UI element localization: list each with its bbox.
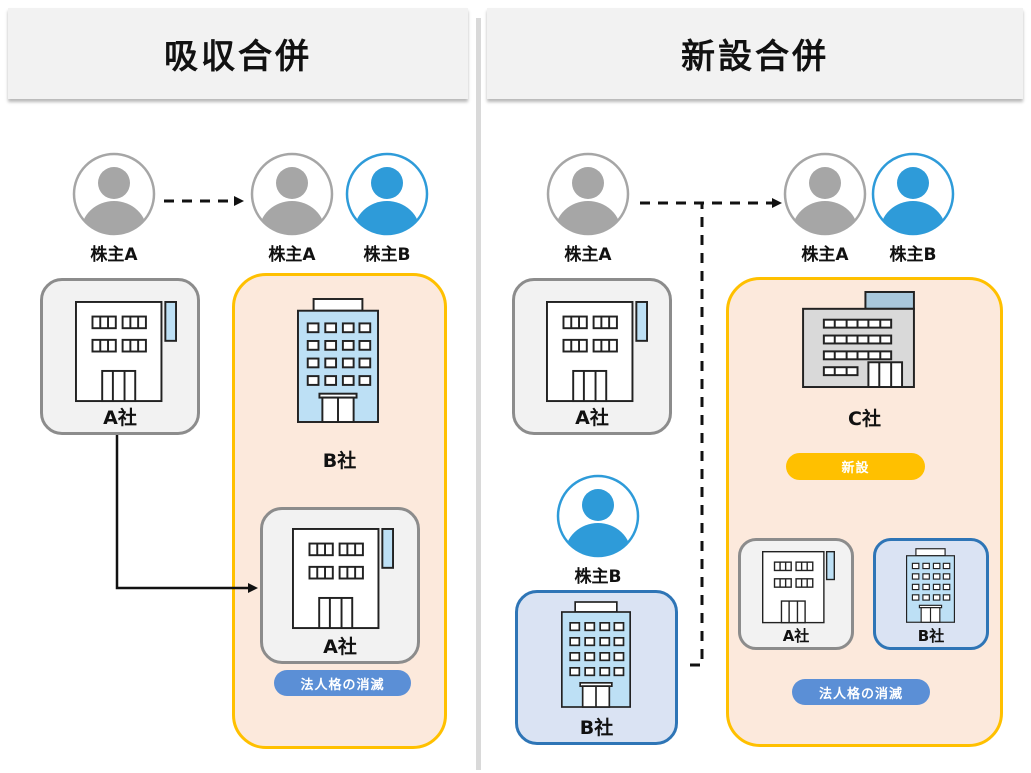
company-b-card-right: B社 [515, 590, 678, 745]
shareholder-a-label-right: 株主A [564, 245, 612, 265]
section-divider [476, 18, 481, 770]
shareholder-a-after-icon-right [783, 152, 867, 236]
shareholder-a-label: 株主A [90, 245, 138, 265]
company-a-card-right: A社 [512, 278, 672, 435]
building-a-icon-right [546, 301, 648, 403]
new-establishment-badge: 新設 [786, 453, 925, 480]
consolidation-merger-header: 新設合併 [487, 8, 1023, 99]
company-a-card: A社 [40, 278, 200, 435]
absorption-merger-header: 吸収合併 [8, 8, 468, 99]
shareholder-b-after-label-right: 株主B [889, 245, 937, 265]
merged-company-a-label: A社 [323, 636, 357, 658]
company-b-label: B社 [322, 450, 357, 472]
company-b-label-right: B社 [579, 717, 614, 739]
absorption-merger-title: 吸収合併 [164, 37, 312, 77]
building-b-merged-icon-right [906, 548, 955, 623]
shareholder-b-after-label: 株主B [363, 245, 411, 265]
merged-company-b-area: B社 A社 法人格の消滅 [232, 273, 447, 749]
dissolution-badge-right: 法人格の消滅 [792, 679, 930, 705]
shareholder-b-icon-right [556, 474, 640, 558]
building-c-icon [802, 291, 915, 388]
merged-company-b-label-right: B社 [917, 627, 945, 645]
merged-company-a-label-right: A社 [782, 627, 810, 645]
shareholder-a-after-label-right: 株主A [801, 245, 849, 265]
shareholder-b-after-icon-right [871, 152, 955, 236]
building-a-merged-icon-right [762, 551, 835, 624]
merged-company-a-card-right: A社 [738, 538, 854, 650]
merged-company-b-card-right: B社 [873, 538, 989, 650]
building-b-icon-right [561, 601, 631, 708]
shareholder-a-after-label: 株主A [268, 245, 316, 265]
company-a-label: A社 [103, 407, 137, 429]
shareholder-b-label-right: 株主B [574, 567, 622, 587]
new-company-c-area: C社 新設 A社 B社 法人格の消滅 [726, 277, 1003, 747]
consolidation-merger-title: 新設合併 [681, 37, 829, 77]
company-a-label-right: A社 [575, 407, 609, 429]
company-c-label: C社 [848, 408, 881, 430]
dissolution-badge: 法人格の消滅 [274, 670, 411, 696]
merged-company-a-card: A社 [260, 507, 420, 664]
